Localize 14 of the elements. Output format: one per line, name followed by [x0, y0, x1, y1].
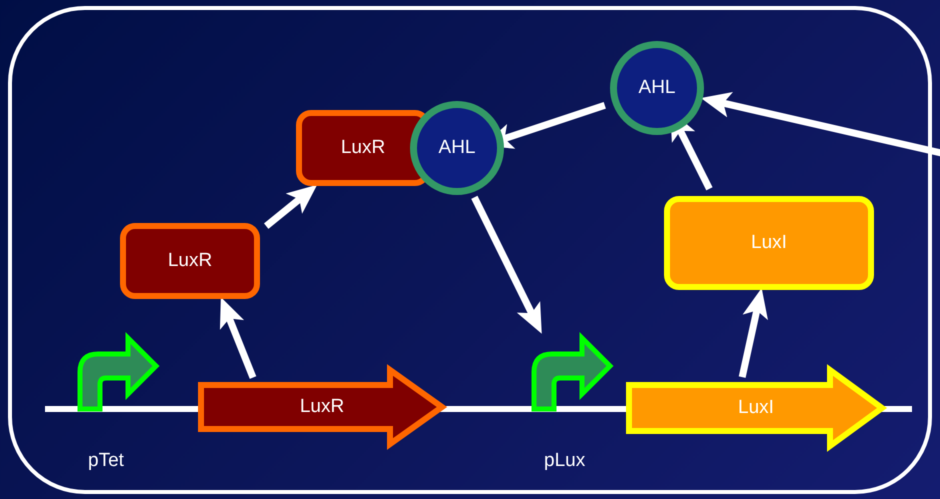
arrow — [700, 92, 940, 158]
node-label: LuxI — [737, 397, 775, 419]
node-label: LuxR — [298, 396, 346, 418]
promoter-label: pTet — [88, 450, 124, 472]
node-label: LuxI — [750, 232, 788, 254]
node-label: LuxR — [166, 250, 214, 272]
node-label: AHL — [438, 137, 476, 159]
arrow — [471, 196, 542, 334]
arrow — [264, 184, 318, 229]
promoter-label: pLux — [544, 450, 586, 472]
arrow — [738, 288, 768, 378]
node-label: AHL — [638, 77, 676, 99]
arrow — [220, 297, 256, 379]
node-label: LuxR — [340, 137, 386, 159]
